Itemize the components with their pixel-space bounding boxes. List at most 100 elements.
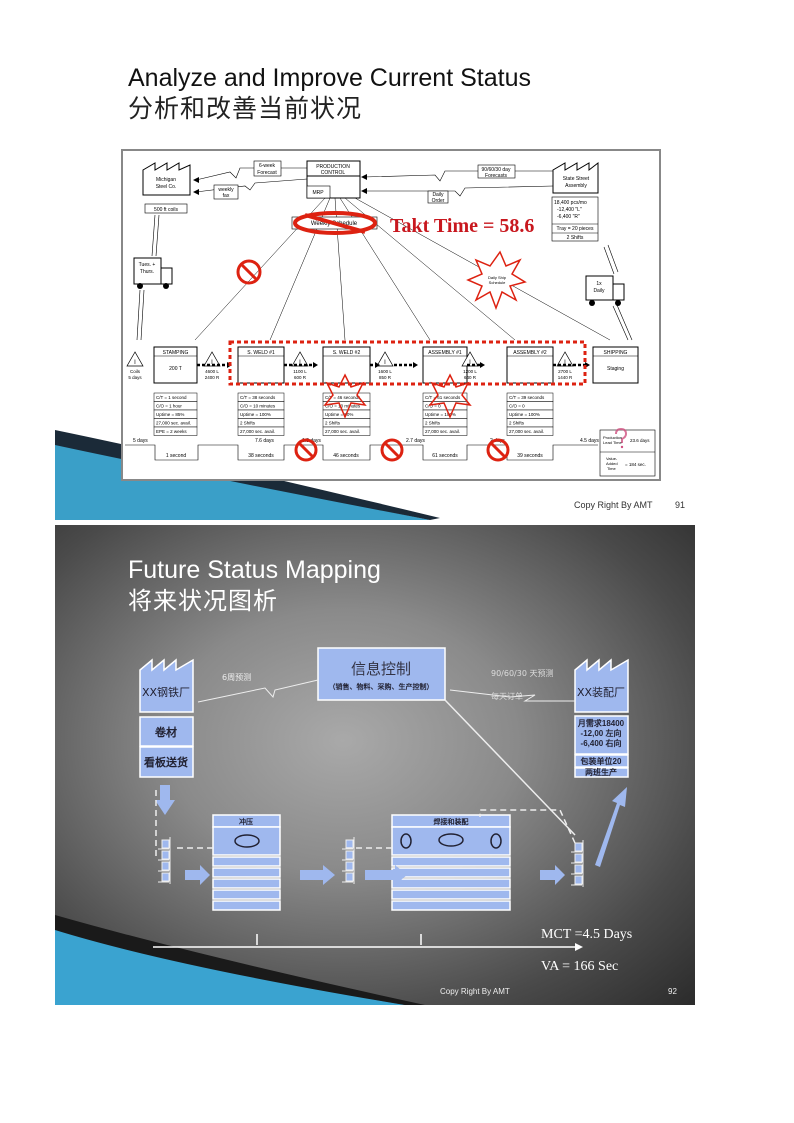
- inventory-label: Coils: [130, 369, 141, 374]
- process-data: 2 Shifts: [240, 421, 256, 426]
- lead-time: 7.6 days: [255, 438, 274, 444]
- inventory-label: 5 days: [128, 375, 142, 380]
- lead-time: 5 days: [133, 438, 148, 444]
- forecast-label: 6-week: [259, 163, 276, 169]
- svg-text:I: I: [384, 360, 386, 366]
- supermarket-icon: [574, 875, 583, 885]
- info-control-title: 信息控制: [351, 660, 411, 678]
- va-label-2: Added: [606, 461, 618, 466]
- process-box: [592, 346, 639, 384]
- fax-label: weekly: [218, 187, 234, 193]
- process-data: Uptime = 100%: [240, 412, 271, 417]
- inventory-label: 1600 L: [378, 369, 392, 374]
- supermarket-icon: [574, 842, 583, 852]
- process-sub: 200 T: [169, 366, 182, 372]
- daily-schedule-label: Daily Ship: [488, 275, 507, 280]
- supplier-name-2: Steel Co.: [156, 184, 177, 190]
- info-control-box: [317, 647, 446, 701]
- process-box: [506, 346, 554, 384]
- control-title: PRODUCTION: [316, 164, 350, 170]
- page-number: 92: [668, 987, 677, 996]
- process-name: STAMPING: [163, 350, 189, 356]
- footer-copyright: Copy Right By AMT: [440, 987, 510, 996]
- inventory-label: 850 R: [379, 375, 392, 380]
- supermarket-icon: [345, 872, 354, 882]
- truck-icon-inbound: Tues. + Thurs.: [133, 257, 173, 289]
- customer-item: 月需求18400: [577, 718, 625, 728]
- kaizen-ellipse: [234, 834, 260, 848]
- push-arrow-icons: [155, 785, 627, 885]
- info-control-subtitle: （销售、物料、采购、生产控制）: [329, 682, 434, 691]
- process-data: Uptime = 85%: [156, 412, 184, 417]
- slide-title-cn: 将来状况图析: [128, 587, 278, 615]
- control-title-2: CONTROL: [321, 170, 346, 176]
- supermarket-icon: [574, 864, 583, 874]
- supplier-item: 看板送货: [144, 755, 188, 769]
- process-data: Uptime = 100%: [509, 412, 540, 417]
- truck-out-label-2: Daily: [593, 288, 605, 294]
- inventory-label: 640 R: [464, 375, 477, 380]
- supermarket-icon: [161, 850, 170, 860]
- process-stamping: 冲压: [239, 817, 253, 826]
- inventory-label: 1200 L: [463, 369, 477, 374]
- va-label: VA = 166 Sec: [541, 959, 618, 974]
- process-data: C/O = 10 minutes: [325, 404, 361, 409]
- process-data: 27,000 sec. avail.: [325, 429, 360, 434]
- supermarket-icon: [161, 861, 170, 871]
- supplier-factory-icon: [139, 658, 194, 713]
- customer-data: Tray = 20 pieces: [557, 226, 594, 232]
- slide-title-cn: 分析和改善当前状况: [128, 94, 363, 123]
- push-arrow-icon: [375, 362, 380, 368]
- inventory-label: 4600 L: [205, 369, 219, 374]
- supermarket-icon: [345, 839, 354, 849]
- inventory-triangle-icon: [376, 351, 394, 367]
- process-data: C/O = 1 hour: [156, 404, 182, 409]
- process-data: C/O = 0: [425, 404, 441, 409]
- truck-in-label: Tues. +: [139, 262, 156, 268]
- page-number: 91: [675, 500, 686, 510]
- process-name: ASSEMBLY #2: [513, 350, 547, 356]
- question-mark-icon: [615, 427, 628, 443]
- truck-in-label-2: Thurs.: [140, 269, 154, 275]
- no-sign-icon: [236, 259, 262, 285]
- mrp-label: MRP: [312, 190, 324, 196]
- process-data: Uptime = 100%: [425, 412, 456, 417]
- mct-label: MCT =4.5 Days: [541, 927, 632, 942]
- process-data: C/T = 1 second: [156, 395, 187, 400]
- process-data: 27,000 sec. avail.: [240, 429, 275, 434]
- process-data: 27,000 sec. avail.: [425, 429, 460, 434]
- supplier-name: XX钢铁厂: [142, 686, 190, 699]
- process-name: S. WELD #1: [247, 350, 275, 356]
- takt-time: Takt Time = 58.6: [390, 215, 534, 237]
- supplier-name: Michigan: [156, 177, 176, 183]
- future-state-vsm-diagram: XX钢铁厂 卷材 看板送货 XX装配厂 月需求18400 -12,00 左向 -…: [139, 647, 677, 996]
- lead-time-label: Production: [603, 435, 622, 440]
- customer-data: -6,400 "R": [557, 214, 580, 220]
- inventory-triangle-icon: [126, 351, 144, 367]
- svg-text:I: I: [134, 360, 136, 366]
- process-data: 2 Shifts: [425, 421, 441, 426]
- process-time: 1 second: [166, 453, 187, 459]
- customer-data: -12,400 "L": [557, 207, 582, 213]
- customer-forecast-label: 90/60/30 天预测: [491, 668, 553, 678]
- daily-order-label-2: Order: [432, 198, 445, 204]
- customer-forecast-label: 90/60/30 day: [482, 167, 511, 173]
- process-data: EPE = 2 weeks: [156, 429, 187, 434]
- inventory-label: 2400 R: [205, 375, 220, 380]
- current-state-vsm-diagram: Michigan Steel Co. 500 ft coils PRODUCTI…: [121, 149, 661, 481]
- supplier-factory-icon: Michigan Steel Co.: [142, 162, 191, 196]
- daily-order-label: 每天订单: [491, 691, 523, 701]
- process-data: C/O = 10 minutes: [240, 404, 276, 409]
- process-weld-assembly: 焊接和装配: [434, 817, 469, 826]
- supermarket-icon: [345, 861, 354, 871]
- crossed-out-icon: [293, 211, 377, 235]
- push-arrow-icon: [413, 362, 418, 368]
- process-data: 27,000 sec. avail.: [156, 421, 191, 426]
- process-data: Uptime = 80%: [325, 412, 353, 417]
- customer-forecast-label-2: Forecasts: [485, 173, 507, 179]
- no-sign-icon: [380, 438, 404, 462]
- process-data: C/O = 0: [509, 404, 525, 409]
- slide-92: Future Status Mapping 将来状况图析 XX钢铁厂 卷材 看板…: [55, 525, 695, 1005]
- process-data: 2 Shifts: [509, 421, 525, 426]
